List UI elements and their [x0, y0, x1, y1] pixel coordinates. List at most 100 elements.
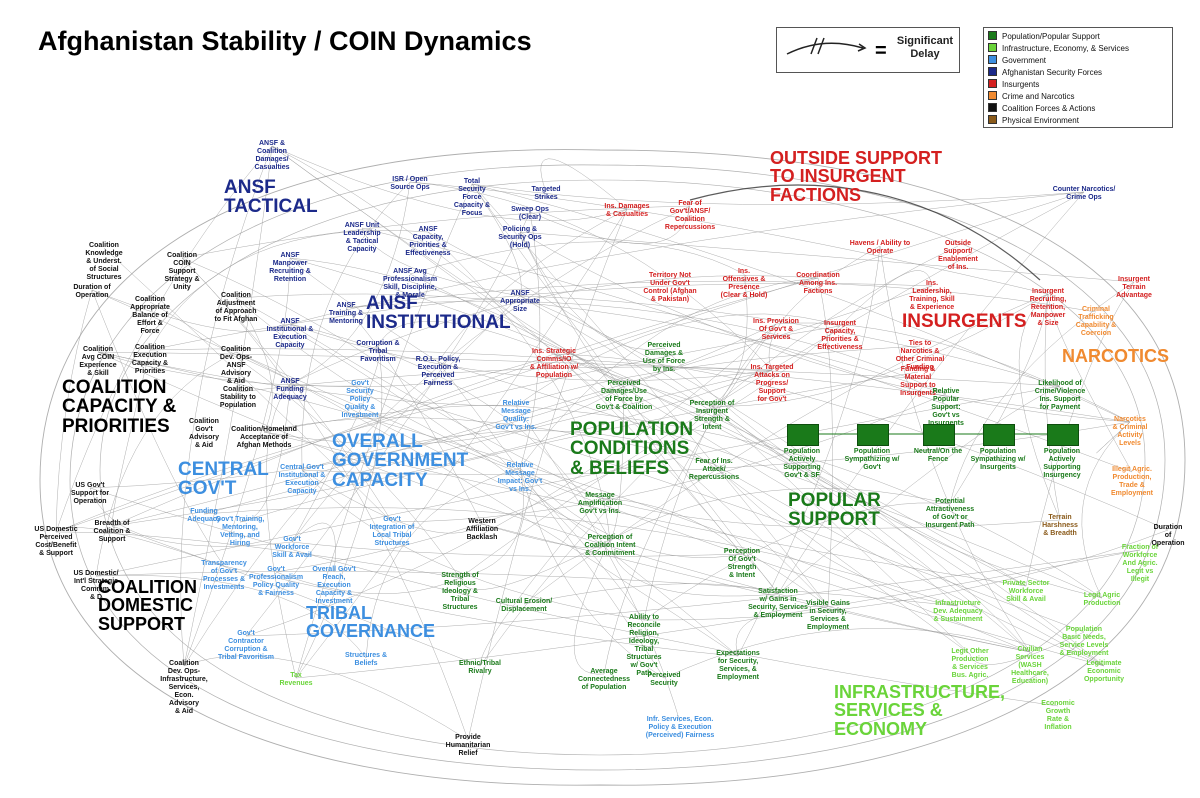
causal-link: [737, 245, 881, 657]
sector-line: NARCOTICS: [1062, 346, 1169, 366]
causal-link: [519, 467, 743, 558]
causal-link: [515, 405, 1103, 599]
diagram-node: Ins. Leadership, Training, Skill & Exper…: [909, 280, 955, 311]
diagram-node: ANSF Unit Leadership & Tactical Capacity: [343, 222, 381, 253]
diagram-node: Coalition Avg COIN Experience & Skill: [79, 346, 117, 377]
sector-ansf-institutional: ANSF INSTITUTIONAL: [366, 294, 511, 333]
causal-link: [263, 431, 1027, 587]
causal-link: [471, 183, 779, 595]
diagram-node: Ties to Narcotics & Other Criminal Fundi…: [895, 340, 945, 371]
causal-link: [1047, 293, 1133, 473]
causal-link: [609, 488, 951, 541]
causal-link: [239, 371, 919, 523]
sector-line: INFRASTRUCTURE,: [834, 682, 1005, 702]
causal-link: [519, 231, 1131, 423]
sector-line: ANSF: [366, 293, 418, 314]
diagram-node: Coalition Adjustment of Approach to Fit …: [214, 292, 258, 323]
page-title: Afghanistan Stability / COIN Dynamics: [38, 26, 532, 56]
diagram-node: Coalition Appropriate Balance of Effort …: [130, 296, 170, 335]
diagram-node: Funding & Material Support to Insurgents: [900, 366, 936, 397]
causal-link: [879, 245, 1031, 653]
diagram-node: Sweep Ops (Clear): [511, 206, 549, 221]
causal-link: [713, 463, 1105, 667]
sector-line: CAPACITY &: [62, 396, 177, 418]
causal-link: [149, 283, 933, 351]
diagram-node: Ins. Targeted Attacks on Progress/ Suppo…: [750, 364, 794, 403]
sector-line: TO INSURGENT: [770, 166, 906, 187]
causal-link: [235, 293, 947, 395]
sector-line: INSURGENTS: [902, 311, 1027, 332]
sector-infrastructure: INFRASTRUCTURE, SERVICES & ECONOMY: [834, 683, 1005, 738]
legend-label: Physical Environment: [1002, 116, 1079, 125]
causal-link: [91, 289, 291, 332]
diagram-node: Strength of Religious Ideology & Tribal …: [441, 572, 479, 611]
sector-line: COALITION: [62, 377, 167, 398]
causal-link: [183, 655, 469, 741]
diagram-node: Legit Other Production & Services Bus. A…: [951, 648, 989, 679]
diagram-node: Relative Message Quality: Gov't vs Ins.: [495, 400, 537, 431]
causal-link: [377, 320, 555, 355]
diagram-node: ANSF Training & Mentoring: [328, 302, 364, 325]
diagram-node: Ins. Strategic Comms/IO & Affiliation w/…: [529, 348, 579, 379]
causal-link: [768, 245, 881, 371]
stock-label: Population Actively Supporting Gov't & S…: [783, 448, 821, 479]
causal-link: [95, 575, 367, 659]
diagram-node: Perception of Insurgent Strength & Inten…: [689, 400, 735, 431]
diagram-node: Coalition Stability to Population: [219, 386, 257, 409]
causal-link: [95, 571, 959, 607]
diagram-node: Cultural Erosion/ Displacement: [495, 598, 553, 613]
causal-link: [409, 181, 773, 371]
legend-item: Insurgents: [988, 79, 1172, 91]
causal-link: [291, 541, 743, 557]
diagram-node: Relative Popular Support: Gov't vs Insur…: [928, 388, 964, 427]
causal-link: [301, 469, 645, 621]
causal-link: [291, 295, 521, 543]
sector-line: DOMESTIC: [98, 595, 194, 616]
causal-link: [99, 179, 1146, 756]
sector-central-gov: CENTRAL GOV'T: [178, 460, 269, 499]
causal-link: [149, 348, 1131, 423]
causal-link: [409, 241, 745, 275]
causal-link: [203, 369, 773, 515]
causal-link: [663, 628, 1031, 679]
diagram-node: Perceived Damages & Use of Force by Ins.: [642, 342, 686, 373]
diagram-node: Outside Support/ Enablement of Ins.: [938, 240, 978, 271]
diagram-node: Gov't Professionalism Policy Quality & F…: [248, 566, 304, 597]
diagram-node: Terrain Harshness & Breadth: [1042, 514, 1078, 537]
causal-link: [181, 205, 691, 259]
causal-link: [777, 385, 1061, 595]
diagram-node: Likelihood of Crime/Violence Ins. Suppor…: [1034, 380, 1086, 411]
sector-ansf-tactical: ANSF TACTICAL: [224, 178, 318, 217]
stock-box: [857, 424, 889, 446]
sector-line: POPULATION: [570, 419, 694, 440]
causal-link: [55, 527, 225, 567]
causal-link: [111, 285, 933, 527]
causal-link: [295, 345, 383, 679]
causal-link: [97, 351, 1031, 653]
causal-link: [523, 583, 779, 605]
legend-item: Coalition Forces & Actions: [988, 103, 1172, 115]
causal-link: [643, 502, 951, 621]
diagram-node: ANSF Capacity, Priorities & Effectivenes…: [405, 226, 451, 257]
causal-link: [553, 353, 1105, 667]
legend-label: Infrastructure, Economy, & Services: [1002, 44, 1130, 53]
causal-link: [97, 351, 1031, 653]
diagram-node: Criminal Trafficking Capability & Coerci…: [1075, 306, 1117, 337]
diagram-node: Population Basic Needs, Service Levels &…: [1059, 626, 1109, 657]
causal-link: [519, 231, 743, 555]
legend-swatch: [988, 103, 997, 112]
diagram-node: Coalition Execution Capacity & Prioritie…: [131, 344, 169, 375]
legend-label: Government: [1002, 56, 1047, 65]
diagram-node: Ins. Provision Of Gov't & Services: [753, 318, 799, 341]
causal-link: [183, 257, 291, 667]
diagram-node: Overall Gov't Reach, Execution Capacity …: [312, 566, 356, 605]
causal-link: [359, 385, 1085, 633]
diagram-node: Provide Humanitarian Relief: [445, 734, 491, 757]
sector-overall-government: OVERALL GOVERNMENT CAPACITY: [332, 432, 468, 491]
diagram-node: Coalition Knowledge & Underst. of Social…: [85, 242, 123, 281]
legend-swatch: [988, 31, 997, 40]
causal-link: [409, 181, 1049, 295]
diagram-node: Coalition COIN Support Strategy & Unity: [164, 252, 200, 291]
causal-link: [203, 507, 959, 607]
